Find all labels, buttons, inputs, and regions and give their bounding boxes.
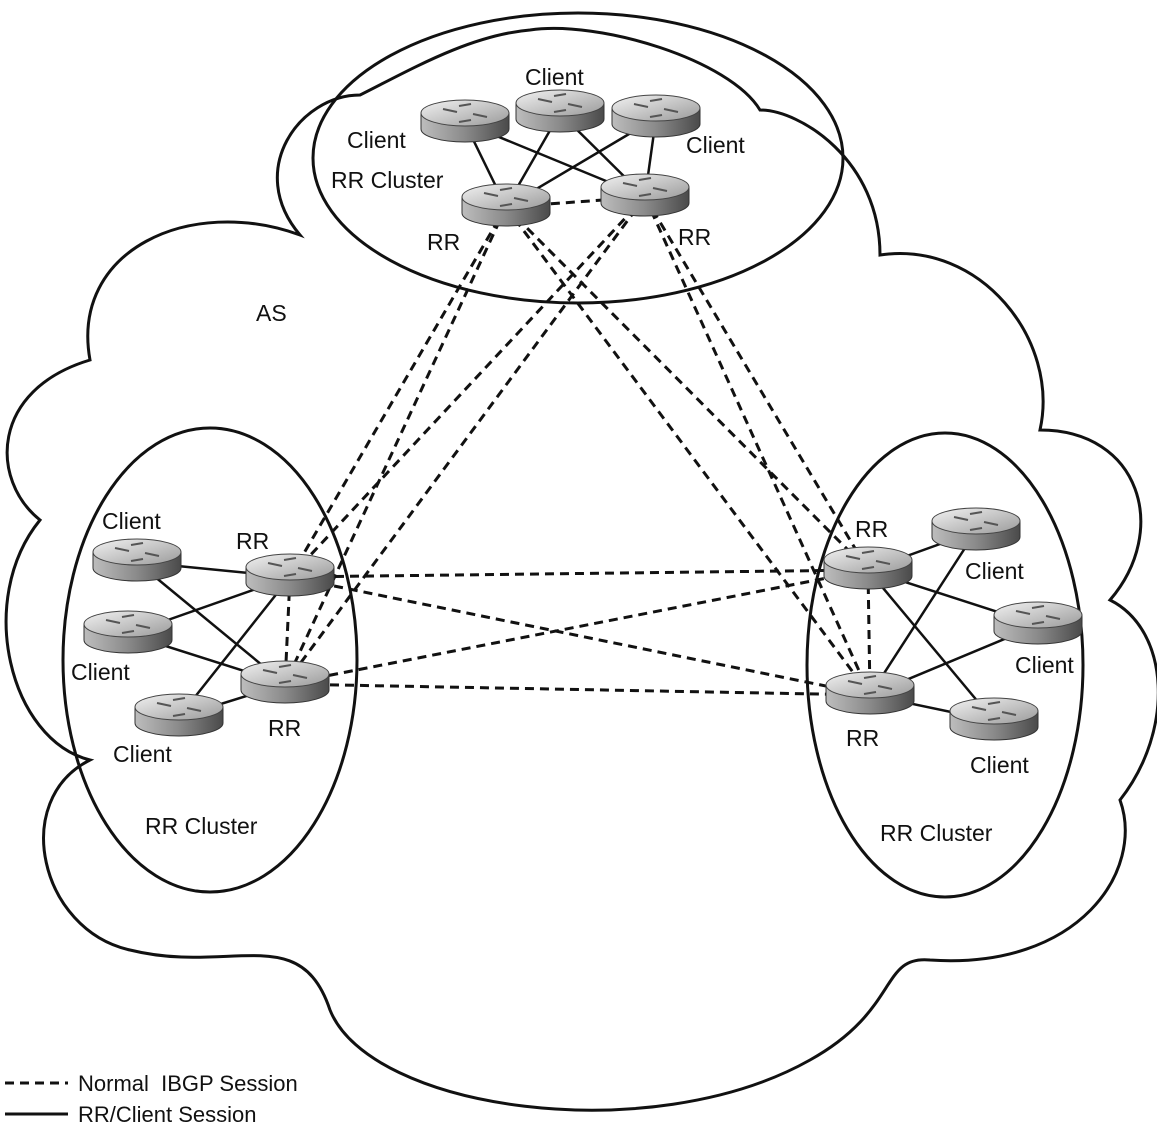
ibgp-session-line [284, 568, 869, 686]
left-client-label-3: Client [113, 741, 172, 767]
right-client-label-3: Client [970, 752, 1029, 778]
route-reflector-router-icon [245, 553, 335, 597]
right-client-label-2: Client [1015, 652, 1074, 678]
client-router-icon [134, 693, 224, 737]
right-rr-label-1: RR [855, 516, 888, 542]
legend-rr-client-label: RR/Client Session [78, 1102, 257, 1127]
top-rr-label-2: RR [678, 224, 711, 250]
left-client-label-2: Client [71, 659, 130, 685]
left-rr-label-1: RR [236, 528, 269, 554]
left-client-label-1: Client [102, 508, 161, 534]
ibgp-session-line [289, 575, 871, 697]
top-client-label-2: Client [525, 64, 584, 90]
rr-client-session-line [867, 569, 995, 722]
right-rr-label-2: RR [846, 725, 879, 751]
ibgp-session-line [643, 196, 872, 696]
client-router-icon [515, 89, 605, 133]
client-router-icon [931, 507, 1021, 551]
route-reflector-router-icon [825, 671, 915, 715]
client-router-icon [611, 94, 701, 138]
as-cloud [4, 26, 1157, 1112]
client-router-icon [83, 610, 173, 654]
ibgp-session-line [504, 206, 872, 696]
left-cluster-label: RR Cluster [145, 813, 258, 839]
client-router-icon [420, 99, 510, 143]
client-router-icon [993, 601, 1083, 645]
as-label: AS [256, 300, 287, 326]
right-cluster-label: RR Cluster [880, 820, 993, 846]
right-client-label-1: Client [965, 558, 1024, 584]
ibgp-session-line [866, 569, 872, 696]
ibgp-session-line [504, 205, 870, 572]
top-rr-label-1: RR [427, 229, 460, 255]
legend: Normal IBGP Session RR/Client Session [5, 1071, 298, 1127]
route-reflector-router-icon [823, 546, 913, 590]
client-router-icon [92, 538, 182, 582]
client-router-icon [949, 697, 1039, 741]
ibgp-session-line [288, 206, 508, 578]
ibgp-session-line [643, 196, 870, 571]
left-rr-label-2: RR [268, 715, 301, 741]
top-client-label-1: Client [347, 127, 406, 153]
right-cluster-ellipse [805, 431, 1085, 899]
ibgp-session-line [284, 682, 871, 697]
route-reflector-router-icon [600, 173, 690, 217]
left-cluster-ellipse [61, 426, 359, 894]
top-cluster-ellipse [311, 11, 845, 305]
ibgp-session-line [288, 195, 647, 579]
legend-ibgp-label: Normal IBGP Session [78, 1071, 298, 1096]
rr-client-session-line [868, 530, 978, 696]
rr-client-session-line [178, 576, 291, 718]
top-cluster-label: RR Cluster [331, 167, 444, 193]
route-reflector-router-icon [461, 183, 551, 227]
ibgp-session-line [289, 568, 869, 579]
route-reflector-router-icon [240, 660, 330, 704]
session-links [127, 112, 1039, 723]
top-client-label-3: Client [686, 132, 745, 158]
ibgp-session-line [283, 196, 647, 685]
routers [83, 89, 1083, 741]
ibgp-session-line [283, 206, 508, 685]
